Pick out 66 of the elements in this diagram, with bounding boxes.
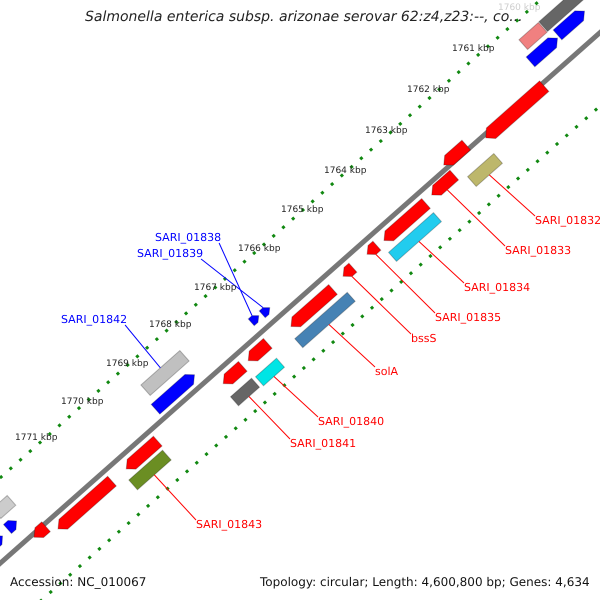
gene-block <box>2 520 18 534</box>
gene-block <box>443 139 472 166</box>
leader-line <box>488 174 536 216</box>
leader-line <box>124 324 161 368</box>
gene-box <box>538 0 586 32</box>
gene-block <box>366 240 382 255</box>
gene-label: SARI_01834 <box>464 282 530 293</box>
accession-text: Accession: NC_010067 <box>10 576 146 588</box>
tick-label: 1770 kbp <box>61 398 104 407</box>
leader-line <box>218 242 253 316</box>
gene-label: SARI_01835 <box>435 312 502 323</box>
gene-label: bssS <box>411 333 436 344</box>
genome-summary: Topology: circular; Length: 4,600,800 bp; Genes: 4,634 <box>260 576 590 588</box>
gene-block <box>248 315 260 326</box>
tick-label: 1763 kbp <box>365 127 408 136</box>
tick-label: 1765 kbp <box>281 206 324 215</box>
gene-block <box>290 284 338 328</box>
leader-line <box>328 324 376 368</box>
gene-block <box>258 307 270 318</box>
gene-block <box>126 436 163 470</box>
gene-box <box>0 494 16 520</box>
gene-label: solA <box>375 366 398 377</box>
leader-line <box>273 376 318 418</box>
tick-label: 1769 kbp <box>106 360 148 369</box>
gene-block <box>342 262 358 277</box>
gene-block <box>431 169 460 196</box>
gene-block <box>0 535 4 550</box>
tick-label: 1764 kbp <box>324 167 366 176</box>
tick-label: 1762 kbp <box>407 86 450 95</box>
leader-line <box>154 474 196 520</box>
gene-box <box>294 292 356 348</box>
tick-label: 1771 kbp <box>15 434 58 443</box>
gene-label: SARI_01842 <box>61 314 128 325</box>
gene-block <box>526 37 558 68</box>
gene-label: SARI_01839 <box>137 248 204 259</box>
gene-block <box>552 10 586 40</box>
gene-label: SARI_01832 <box>535 215 600 226</box>
gene-box <box>254 358 286 386</box>
title: Salmonella enterica subsp. arizonae serovar 62:z4,z23:--, co... <box>85 10 523 24</box>
leader-line <box>418 241 464 284</box>
leader-line <box>200 258 264 308</box>
gene-block <box>57 476 117 530</box>
gene-label: SARI_01841 <box>290 438 356 449</box>
tick-label: 1766 kbp <box>238 245 280 254</box>
gene-box <box>128 450 172 490</box>
gene-box <box>230 378 260 406</box>
gene-box <box>466 152 504 188</box>
leader-line <box>446 189 506 246</box>
leader-line <box>375 254 436 314</box>
tick-label: 1768 kbp <box>149 321 192 330</box>
gene-label: SARI_01833 <box>505 245 572 256</box>
gene-block <box>485 80 550 139</box>
tick-label: 1761 kbp <box>452 45 494 54</box>
gene-block <box>33 521 51 538</box>
leader-line <box>248 396 290 440</box>
gene-label: SARI_01843 <box>196 519 262 530</box>
gene-label: SARI_01838 <box>155 232 222 243</box>
gene-block <box>248 338 273 362</box>
gene-label: SARI_01840 <box>318 416 384 427</box>
gene-block <box>150 374 196 415</box>
gene-block <box>222 360 248 384</box>
gene-box <box>518 22 548 50</box>
leader-line <box>351 276 412 334</box>
gene-block <box>383 198 431 242</box>
tick-label: 1767 kbp <box>194 284 236 293</box>
gene-box <box>388 212 442 262</box>
